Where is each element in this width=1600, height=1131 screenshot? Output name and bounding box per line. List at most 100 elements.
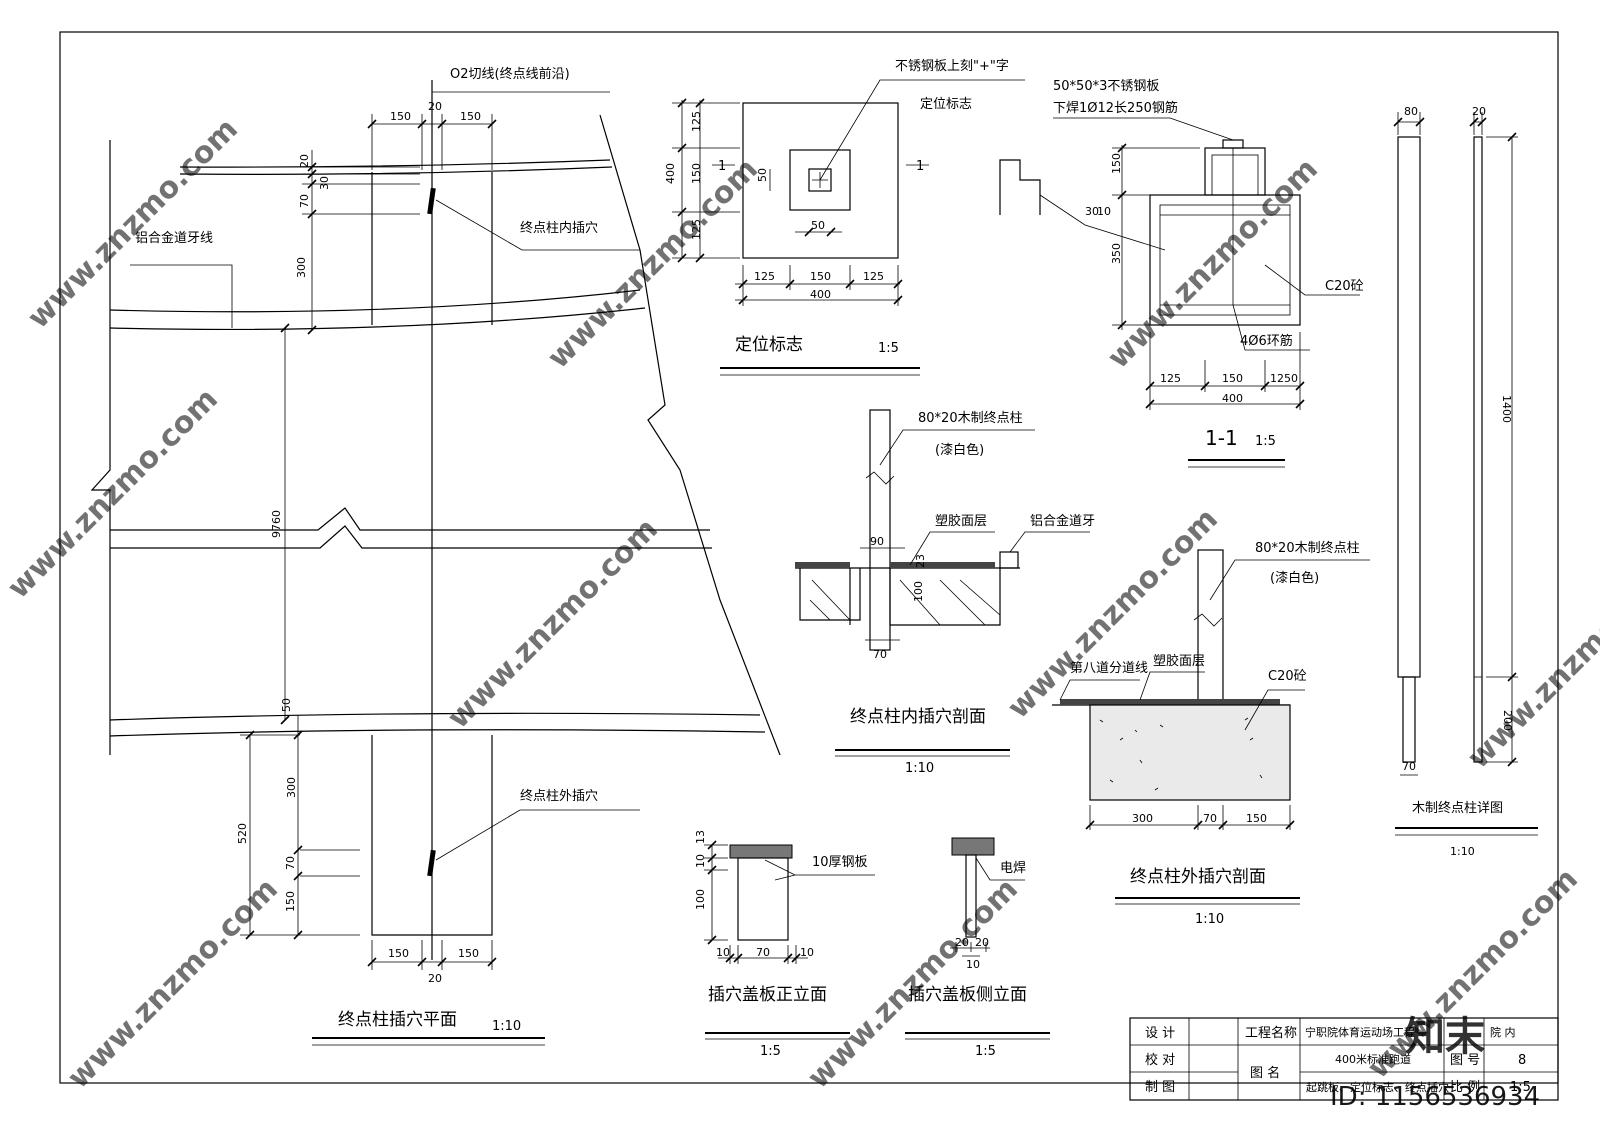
post-detail-title: 木制终点柱详图 [1412, 800, 1503, 816]
section-1-1-view: 50*50*3不锈钢板 下焊1Ø12长250钢筋 C20砼 4Ø6环筋 150 … [999, 79, 1364, 468]
dim-label: 20 [1472, 105, 1486, 118]
department: 院 内 [1490, 1025, 1516, 1039]
section-title: 1-1 [1205, 426, 1238, 450]
inner-hole-label: 终点柱内插穴 [520, 220, 598, 236]
dim-label: 400 [810, 288, 831, 301]
outer-section-scale: 1:10 [1195, 912, 1224, 927]
dim-label: 10 [966, 958, 980, 971]
dim-label: 100 [912, 581, 925, 602]
cover-front-title: 插穴盖板正立面 [708, 985, 827, 1005]
dim-label: 20 [298, 154, 311, 168]
dim-label: 30 [318, 176, 331, 190]
dim-label: 1250 [1270, 372, 1298, 385]
surface-label: 塑胶面层 [1153, 653, 1205, 669]
marker-scale: 1:5 [878, 341, 899, 356]
dim-label: 350 [1110, 243, 1123, 264]
inner-hole-section: 90 70 23 100 80*20木制终点柱 (漆白色) 塑胶面层 铝合金道牙… [795, 409, 1095, 776]
dim-label: 13 [694, 830, 707, 844]
dim-label: 90 [870, 535, 884, 548]
dim-label: 20 [428, 972, 442, 985]
cover-side-scale: 1:5 [975, 1044, 996, 1059]
watermark-text: www.znzmo.com [801, 872, 1025, 1096]
dim-label: 70 [298, 194, 311, 208]
outer-section-title: 终点柱外插穴剖面 [1130, 867, 1266, 887]
inner-section-title: 终点柱内插穴剖面 [850, 707, 986, 727]
cut-line-label: O2切线(终点线前沿) [450, 66, 570, 82]
scale-label: 比 例 [1450, 1080, 1480, 1095]
dim-label: 150 [1222, 372, 1243, 385]
dim-label: 150 [388, 947, 409, 960]
marker-title: 定位标志 [735, 335, 803, 355]
post-detail-scale: 1:10 [1450, 845, 1475, 858]
dim-label: 20 [955, 936, 969, 949]
dim-label: 125 [1160, 372, 1181, 385]
brand-logo: 知末 [1405, 1014, 1485, 1060]
dim-label: 125 [754, 270, 775, 283]
figure-no: 8 [1518, 1053, 1526, 1068]
dim-label: 10 [694, 854, 707, 868]
watermark-text: www.znzmo.com [441, 512, 665, 736]
dim-label: 9760 [270, 510, 283, 538]
cover-plate-side: 20 20 10 电焊 插穴盖板侧立面 1:5 [905, 837, 1050, 1059]
project-name-label: 工程名称 [1245, 1025, 1297, 1041]
dim-label: 300 [1132, 812, 1153, 825]
weld-label: 电焊 [1000, 860, 1026, 876]
inner-section-scale: 1:10 [905, 761, 934, 776]
dim-label: 150 [460, 110, 481, 123]
dim-label: 20 [975, 936, 989, 949]
dim-label: 100 [694, 889, 707, 910]
title-block: 设 计 校 对 制 图 工程名称 宁职院体育运动场工程 图 名 400米标准跑道… [1129, 1017, 1559, 1101]
post-label: 80*20木制终点柱 [918, 410, 1023, 426]
watermark-text: www.znzmo.com [1001, 502, 1225, 726]
plan-scale: 1:10 [492, 1019, 521, 1034]
dim-label: 150 [390, 110, 411, 123]
figure-name-label: 图 名 [1250, 1065, 1280, 1081]
section-scale: 1:5 [1255, 434, 1276, 449]
section-mark: 1 [718, 159, 726, 174]
cover-side-title: 插穴盖板侧立面 [908, 985, 1027, 1005]
watermark-id: ID: 1156536934 [1330, 1082, 1540, 1112]
dim-label: 30 [1085, 205, 1099, 218]
rebar-label: 下焊1Ø12长250钢筋 [1053, 100, 1178, 116]
dim-label: 10 [716, 946, 730, 959]
dim-label: 10 [1097, 205, 1111, 218]
curb-label: 铝合金道牙 [1030, 513, 1095, 529]
dim-label: 400 [1222, 392, 1243, 405]
curb-line-label: 铝合金道牙线 [135, 230, 213, 246]
outer-hole-section: 300 70 150 80*20木制终点柱 (漆白色) 第八道分道线 塑胶面层 … [1052, 540, 1370, 927]
dim-label: 23 [914, 554, 927, 568]
dim-label: 70 [1203, 812, 1217, 825]
surface-label: 塑胶面层 [935, 513, 987, 529]
design-label: 设 计 [1145, 1026, 1175, 1041]
dim-label: 200 [1501, 710, 1514, 731]
figure-name-line2: 起跳板、定位标志、终点插穴 [1306, 1080, 1449, 1094]
plan-title: 终点柱插穴平面 [338, 1010, 457, 1030]
dim-label: 150 [690, 163, 703, 184]
plate-label: 50*50*3不锈钢板 [1053, 79, 1159, 94]
watermark-text: www.znzmo.com [1, 382, 225, 606]
paint-label: (漆白色) [935, 442, 984, 458]
dim-label: 80 [1404, 105, 1418, 118]
figure-no-label: 图 号 [1450, 1053, 1480, 1068]
dim-label: 50 [811, 219, 825, 232]
sheet-border [59, 31, 1559, 1084]
dim-label: 1400 [1500, 395, 1513, 423]
dim-label: 125 [690, 111, 703, 132]
outer-hole-label: 终点柱外插穴 [520, 788, 598, 804]
concrete-label: C20砼 [1268, 669, 1307, 684]
section-mark: 1 [916, 159, 924, 174]
dim-label: 300 [295, 257, 308, 278]
dim-label: 50 [756, 168, 769, 182]
watermark-text: www.znzmo.com [61, 872, 285, 1096]
dim-label: 520 [236, 823, 249, 844]
marker-label: 定位标志 [920, 97, 972, 112]
check-label: 校 对 [1145, 1052, 1175, 1068]
plan-view: 150 20 150 20 30 70 300 9760 50 300 520 … [90, 66, 781, 1046]
dim-label: 125 [690, 219, 703, 240]
dim-label: 300 [285, 777, 298, 798]
concrete-label: C20砼 [1325, 279, 1364, 294]
figure-name-line1: 400米标准跑道 [1335, 1052, 1411, 1066]
dim-label: 20 [428, 100, 442, 113]
steel-plate-label: 不锈钢板上刻"+"字 [895, 59, 1009, 74]
